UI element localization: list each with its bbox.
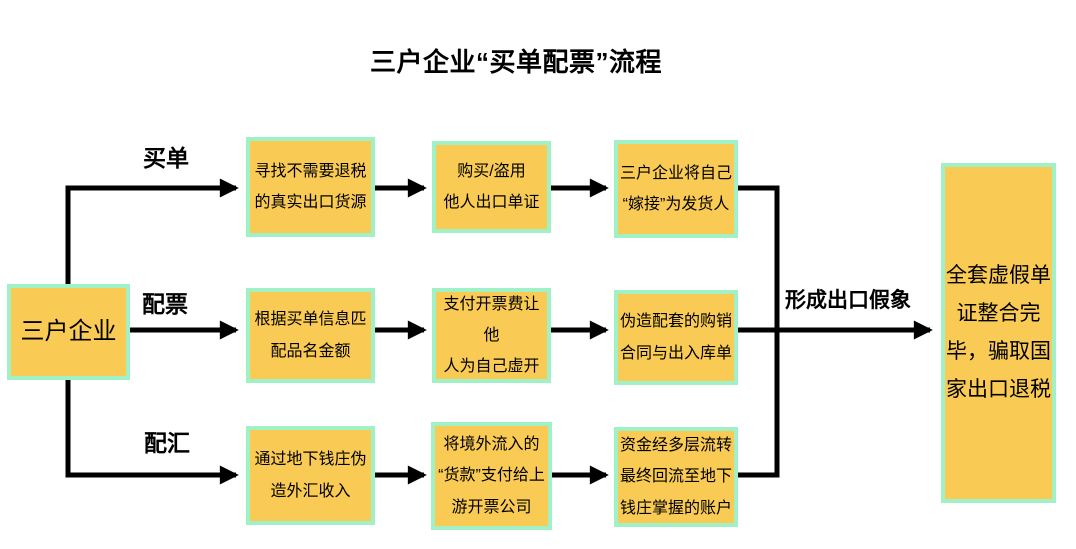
flow-title: 三户企业“买单配票”流程	[369, 47, 663, 77]
step-pay-invoice-fee: 支付开票费让他 人为自己虚开	[432, 288, 551, 383]
merge-label-export-illusion: 形成出口假象	[785, 289, 911, 312]
arrow-branch-forex	[65, 380, 239, 485]
step-buy-steal-export-docs: 购买/盗用 他人出口单证	[432, 141, 551, 233]
arrow-branch-buy	[65, 178, 239, 284]
result-node-tax-fraud: 全套虚假单 证整合完 毕，骗取国 家出口退税	[941, 163, 1056, 503]
step-match-product-amount: 根据买单信息匹 配品名金额	[246, 288, 375, 383]
step-underground-bank-forex: 通过地下钱庄伪 造外汇收入	[246, 426, 375, 525]
step-forge-contracts-warehouse: 伪造配套的购销 合同与出入库单	[614, 290, 738, 385]
branch-label-match-invoices: 配票	[142, 291, 188, 317]
step-funds-return-underground: 资金经多层流转 最终回流至地下 钱庄掌握的账户	[614, 427, 738, 527]
step-graft-as-shipper: 三户企业将自己 “嫁接”为发货人	[614, 140, 738, 238]
step-find-real-export-goods: 寻找不需要退税 的真实出口货源	[246, 137, 375, 237]
step-pay-upstream-invoicer: 将境外流入的 “货款”支付给上 游开票公司	[431, 422, 552, 530]
source-node-three-companies: 三户企业	[7, 284, 130, 380]
branch-label-match-forex: 配汇	[144, 430, 190, 456]
branch-label-buy-orders: 买单	[143, 145, 189, 171]
